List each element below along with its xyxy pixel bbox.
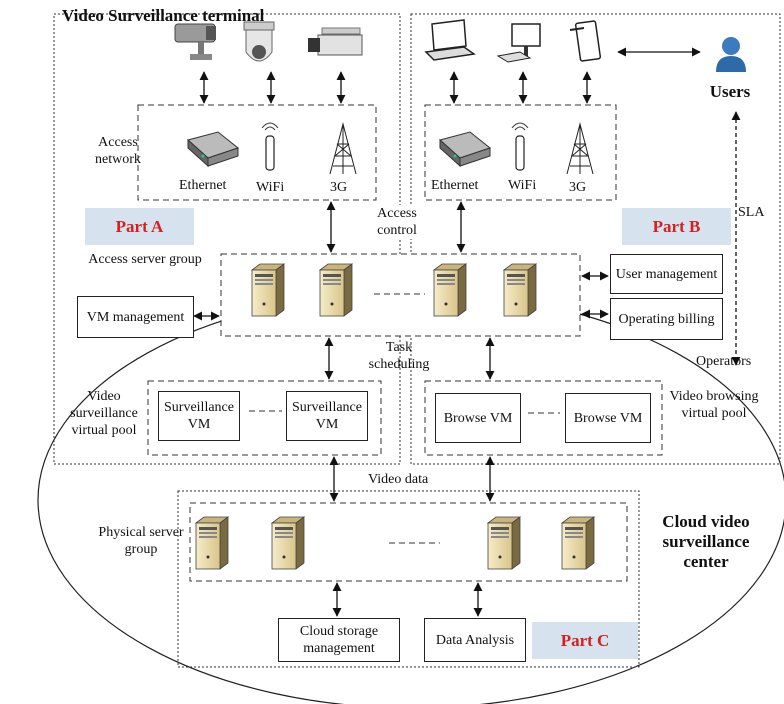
- task-scheduling-label: Task scheduling: [368, 340, 430, 372]
- router-icon-left: [186, 131, 240, 168]
- browse-vm-2: Browse VM: [565, 393, 651, 443]
- surveillance-pool-label: Video surveillance virtual pool: [70, 389, 138, 438]
- part-a-label: Part A: [85, 208, 194, 245]
- vm-management-box: VM management: [77, 296, 194, 338]
- part-c-region: [177, 490, 640, 668]
- wifi-icon-left: [261, 122, 279, 171]
- device-ethernet-left: Ethernet: [179, 178, 227, 193]
- access-network-left-box: [137, 104, 377, 201]
- terminal-title: Video Surveillance terminal: [62, 6, 265, 25]
- device-wifi-right: WiFi: [508, 178, 537, 193]
- access-server-1: [251, 263, 285, 317]
- physical-server-group-label: Physical server group: [98, 525, 184, 557]
- data-analysis-box: Data Analysis: [424, 618, 526, 662]
- cloud-center-label: Cloud video surveillance center: [662, 512, 750, 571]
- laptop-icon: [424, 19, 476, 61]
- part-c-label: Part C: [532, 622, 638, 659]
- part-a-region: [53, 13, 401, 465]
- tablet-icon: [569, 20, 602, 62]
- physical-server-3: [487, 516, 521, 570]
- part-b-region: [410, 13, 781, 465]
- surveillance-vm-2: Surveillance VM: [286, 391, 368, 441]
- video-data-label: Video data: [368, 472, 429, 487]
- access-server-3: [433, 263, 467, 317]
- device-ethernet-right: Ethernet: [431, 178, 479, 193]
- physical-server-box: [189, 502, 628, 582]
- desktop-icon: [496, 23, 541, 63]
- access-network-label: Access network: [95, 135, 141, 167]
- physical-server-2: [271, 516, 305, 570]
- access-server-4: [503, 263, 537, 317]
- user-management-box: User management: [610, 254, 723, 294]
- operators-label: Operators: [696, 354, 752, 369]
- browsing-pool-label: Video browsing virtual pool: [669, 389, 759, 421]
- access-server-2: [319, 263, 353, 317]
- router-icon-right: [438, 131, 492, 168]
- user-icon: [716, 37, 746, 72]
- dome-camera-icon: [243, 21, 275, 62]
- connection-arrows: [193, 47, 741, 617]
- access-server-group-label: Access server group: [88, 252, 202, 267]
- cell-tower-icon-left: [329, 122, 357, 175]
- cell-tower-icon-right: [566, 122, 594, 175]
- operating-billing-box: Operating billing: [610, 298, 723, 340]
- access-control-label: Access control: [368, 205, 426, 239]
- cloud-storage-box: Cloud storage management: [278, 618, 400, 662]
- device-3g-left: 3G: [330, 180, 348, 195]
- bullet-camera-icon: [174, 23, 216, 60]
- device-wifi-left: WiFi: [256, 180, 285, 195]
- surveillance-vm-1: Surveillance VM: [158, 391, 240, 441]
- part-b-label: Part B: [622, 208, 731, 245]
- box-camera-icon: [308, 27, 363, 56]
- sla-label: SLA: [738, 204, 765, 221]
- physical-server-1: [195, 516, 229, 570]
- physical-server-4: [561, 516, 595, 570]
- users-label: Users: [709, 82, 751, 101]
- device-3g-right: 3G: [569, 180, 587, 195]
- browse-vm-1: Browse VM: [435, 393, 521, 443]
- wifi-icon-right: [511, 122, 529, 171]
